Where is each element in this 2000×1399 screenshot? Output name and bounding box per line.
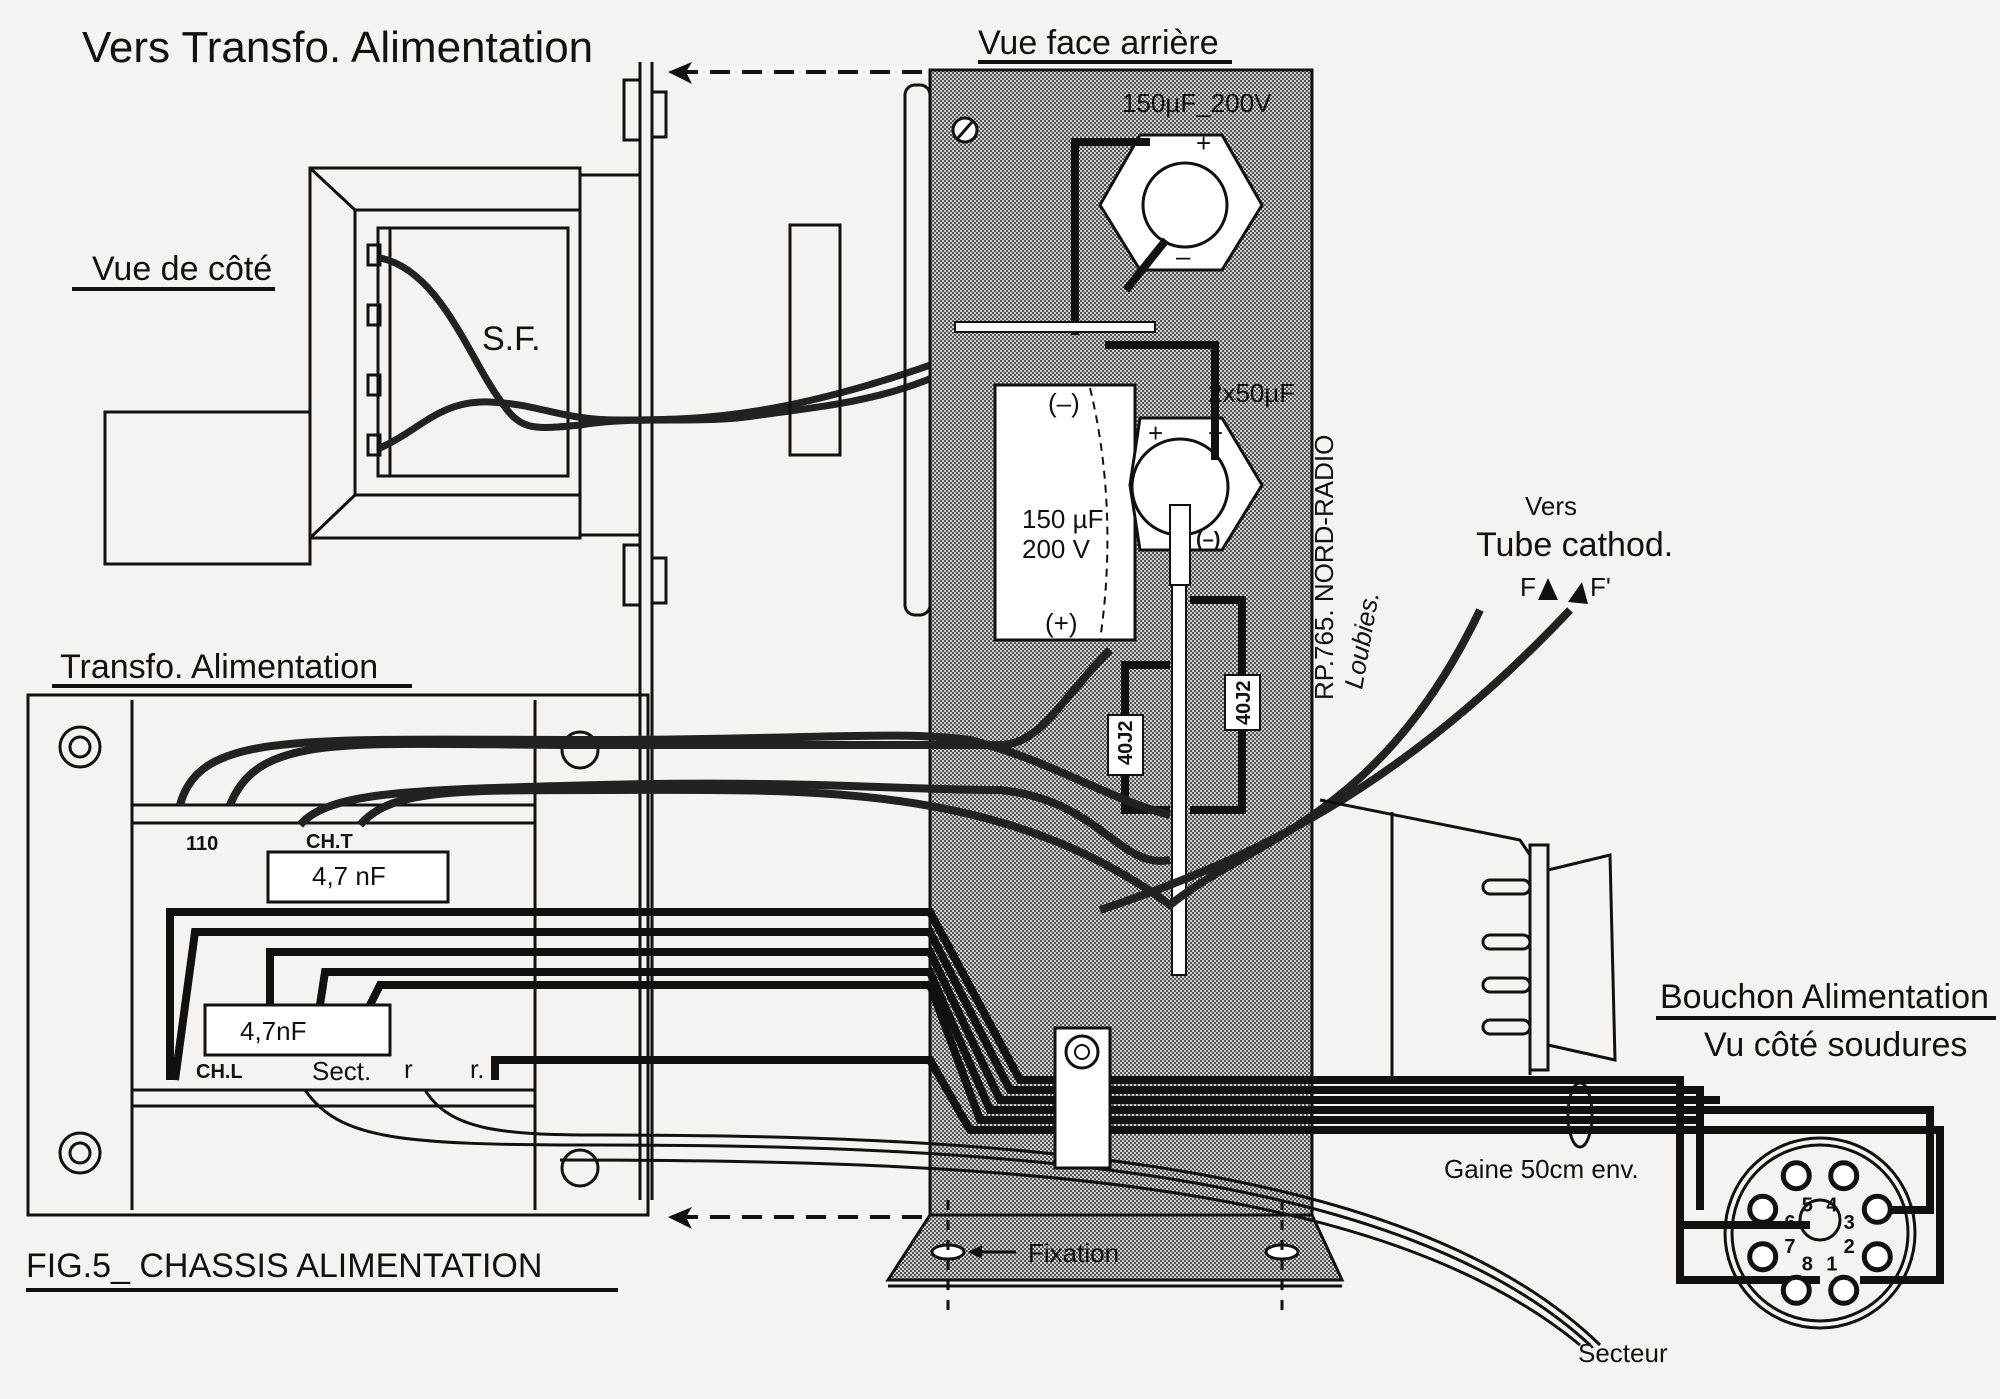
sleeve-marker [1566, 1081, 1594, 1149]
heading-vu-cote-soudures: Vu côté soudures [1704, 1026, 1967, 1064]
twisted-pair-wire [176, 731, 1171, 819]
label-f: F [1520, 572, 1536, 602]
minus-sign: – [1176, 241, 1191, 271]
plug-pin-3 [1861, 1193, 1893, 1225]
dashed-arrow-bottom [668, 1207, 922, 1229]
heading-vers-transfo: Vers Transfo. Alimentation [82, 23, 593, 72]
plug-pin-6 [1747, 1193, 1779, 1225]
wire [1071, 138, 1150, 335]
label-gaine: Gaine 50cm env. [1444, 1154, 1639, 1184]
dashed-arrow-top [668, 62, 922, 84]
label-tube-cathod: Tube cathod. [1476, 526, 1673, 564]
terminal-label-chl: CH.L [196, 1061, 243, 1083]
signature: Loubies. [1338, 589, 1385, 691]
plug-pin-label: 6 [1784, 1212, 1795, 1234]
power-transformer [26, 693, 650, 1217]
label-cap-block-value: 150 µF [1022, 504, 1103, 534]
heading-vue-de-cote: Vue de côté [92, 250, 272, 288]
arrow-f-icon [1538, 578, 1558, 600]
rear-chassis-panel [788, 68, 1345, 1288]
plus-sign: + [1148, 418, 1163, 448]
rectifier-40j2-right [1224, 674, 1261, 731]
plug-pin-7 [1747, 1241, 1779, 1273]
plus-sign: + [1196, 128, 1211, 158]
label-cap-block-plus: (+) [1045, 608, 1078, 638]
wire-harness [166, 908, 1944, 1284]
terminal-label-110: 110 [186, 833, 218, 855]
label-cap-block-voltage: 200 V [1022, 534, 1091, 564]
heading-transfo-alimentation: Transfo. Alimentation [60, 648, 378, 686]
label-f-prime: F' [1590, 572, 1611, 602]
plug-pin-label: 8 [1802, 1254, 1813, 1276]
label-cap-4-7nf-upper: 4,7 nF [312, 861, 386, 891]
heading-vue-face-arriere: Vue face arrière [978, 24, 1219, 62]
label-cap-2x50uf: 2x50µF [1208, 378, 1295, 408]
plug-pin-label: 7 [1784, 1236, 1795, 1258]
wire-sf-1 [379, 254, 581, 431]
cable-clamp [1053, 1026, 1112, 1170]
terminal-label-r: r [404, 1054, 413, 1084]
terminal-label-cht: CH.T [306, 831, 353, 853]
twisted-pair-wire [226, 647, 1113, 807]
plug-pin-label: 2 [1844, 1236, 1855, 1258]
plug-pin-label: 4 [1826, 1194, 1838, 1216]
label-cap-block-minus: (–) [1048, 388, 1080, 418]
terminal-strip [954, 321, 1156, 333]
capacitor-4-7nf-lower [203, 1003, 392, 1057]
figure-caption: FIG.5_ CHASSIS ALIMENTATION [26, 1247, 542, 1285]
label-cap-4-7nf-lower: 4,7nF [240, 1016, 307, 1046]
rectifier-40j2-left [1107, 714, 1144, 776]
label-rectifier: 40J2 [1233, 681, 1255, 726]
label-vers: Vers [1525, 491, 1577, 521]
label-fixation: Fixation [1028, 1238, 1119, 1268]
capacitor-150uf-block [993, 383, 1137, 642]
label-sf: S.F. [482, 320, 541, 358]
plug-pin-1 [1828, 1274, 1860, 1306]
arrow-f-prime-icon [1568, 582, 1588, 604]
wire [1105, 341, 1219, 460]
mains-cable [303, 1089, 1602, 1347]
capacitor-4-7nf-upper [266, 850, 450, 904]
terminal-label-sect: Sect. [312, 1056, 371, 1086]
plug-pin-8 [1780, 1274, 1812, 1306]
side-view-transformer [103, 62, 668, 1200]
twisted-pair-wire-to-tube [1098, 607, 1573, 914]
plug-pin-label: 5 [1802, 1194, 1813, 1216]
plug-pin-label: 1 [1826, 1254, 1837, 1276]
plug-pin-label: 3 [1844, 1212, 1855, 1234]
twisted-pair-wire [296, 779, 1171, 865]
terminal-strip-vertical [1171, 584, 1187, 976]
heading-bouchon-alimentation: Bouchon Alimentation [1660, 978, 1989, 1016]
minus-sign: (–) [1196, 529, 1220, 551]
terminal-label-r-dot: r. [470, 1054, 484, 1084]
label-secteur: Secteur [1578, 1338, 1668, 1368]
label-cap-150uf-200v: 150µF_200V [1122, 88, 1272, 118]
crt-socket-side [1319, 798, 1617, 1080]
credit-text: RP.765. NORD-RADIO [1309, 435, 1339, 700]
plug-pin-4 [1828, 1160, 1860, 1192]
wire [1122, 237, 1170, 293]
plug-pin-5 [1780, 1160, 1812, 1192]
plug-pin-2 [1861, 1241, 1893, 1273]
label-rectifier: 40J2 [1115, 721, 1137, 766]
